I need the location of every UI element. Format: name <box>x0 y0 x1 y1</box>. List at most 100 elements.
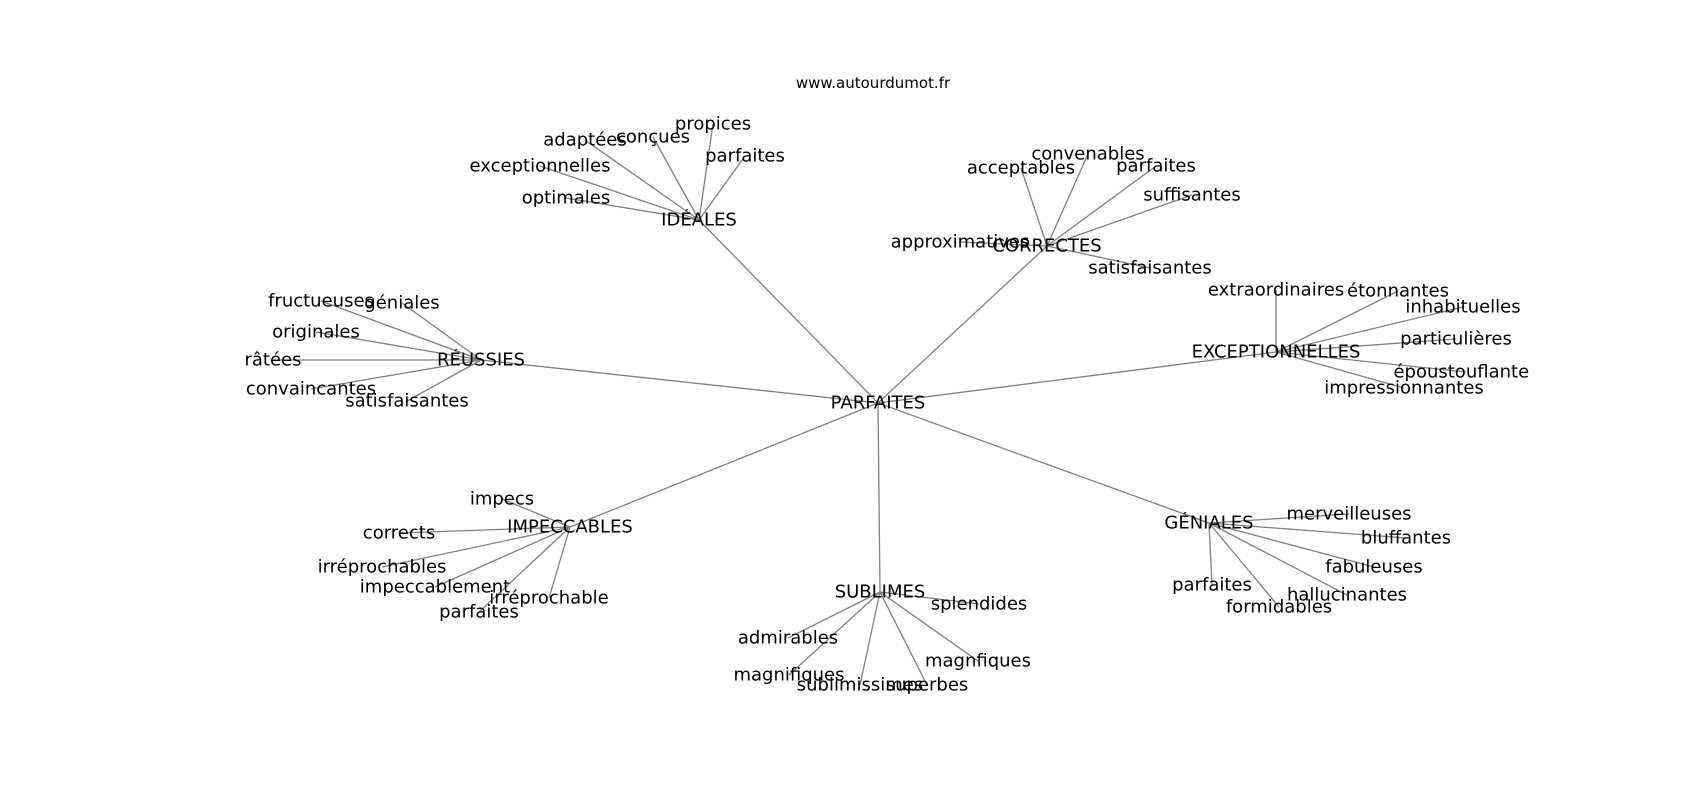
hub-node-correctes: CORRECTES <box>992 236 1102 257</box>
edge-center-sublimes <box>877 402 881 593</box>
leaf-node-geniales-3: parfaites <box>1172 575 1252 596</box>
leaf-node-correctes-5: satisfaisantes <box>1088 258 1212 279</box>
edge-impeccables-leaf-2 <box>381 526 571 568</box>
edge-geniales-leaf-4 <box>1208 522 1348 596</box>
leaf-node-impeccables-4: irréprochable <box>489 588 608 609</box>
edge-ideales-leaf-3 <box>698 155 746 221</box>
edge-geniales-leaf-0 <box>1208 513 1350 524</box>
edge-impeccables-leaf-3 <box>434 526 571 588</box>
edge-ideales-leaf-1 <box>652 136 700 221</box>
hub-node-ideales: IDÉALES <box>661 209 737 231</box>
edge-geniales-leaf-2 <box>1208 522 1375 568</box>
hub-node-geniales: GÉNIALES <box>1164 512 1253 534</box>
edge-exceptionnelles-leaf-1 <box>1275 290 1399 353</box>
edges-layer <box>273 123 1467 686</box>
leaf-node-reussies-1: géniales <box>364 293 439 314</box>
leaf-node-impeccables-3: impeccablement <box>360 577 510 598</box>
leaf-node-sublimes-3: magnifiques <box>733 665 844 686</box>
edge-ideales-leaf-0 <box>698 123 714 221</box>
leaf-node-exceptionnelles-3: particulières <box>1400 329 1512 350</box>
source-credit: www.autourdumot.fr <box>796 74 951 92</box>
leaf-node-reussies-3: râtées <box>244 350 301 371</box>
leaf-node-impeccables-5: parfaites <box>439 602 519 623</box>
hub-node-exceptionnelles: EXCEPTIONNELLES <box>1192 342 1361 363</box>
center-node: PARFAITES <box>831 393 926 414</box>
leaf-node-sublimes-5: superbes <box>886 675 969 696</box>
edge-exceptionnelles-leaf-3 <box>1275 338 1457 353</box>
edge-center-exceptionnelles <box>877 351 1277 404</box>
leaf-node-correctes-4: approximatives <box>891 232 1030 253</box>
leaf-node-exceptionnelles-0: extraordinaires <box>1208 280 1344 301</box>
leaf-node-impeccables-1: corrects <box>363 523 435 544</box>
edge-sublimes-leaf-3 <box>788 591 881 676</box>
leaf-node-impeccables-2: irréprochables <box>318 557 447 578</box>
edge-reussies-leaf-4 <box>310 359 482 390</box>
edge-correctes-leaf-4 <box>959 241 1048 247</box>
leaf-node-correctes-0: convenables <box>1031 144 1144 165</box>
leaf-node-exceptionnelles-4: époustouflantes <box>1393 362 1538 383</box>
edge-exceptionnelles-leaf-5 <box>1275 351 1405 389</box>
hub-node-reussies: RÉUSSIES <box>437 349 525 371</box>
edge-impeccables-leaf-1 <box>398 526 571 534</box>
edge-sublimes-leaf-5 <box>879 591 928 686</box>
leaf-node-geniales-2: fabuleuses <box>1325 557 1423 578</box>
leaf-node-reussies-2: originales <box>272 322 360 343</box>
edge-correctes-leaf-1 <box>1020 167 1048 247</box>
leaf-node-geniales-1: bluffantes <box>1361 528 1451 549</box>
leaf-node-ideales-4: exceptionnelles <box>470 156 611 177</box>
leaf-node-exceptionnelles-2: inhabituelles <box>1405 297 1520 318</box>
edge-impeccables-leaf-4 <box>548 526 571 599</box>
edge-geniales-leaf-3 <box>1208 522 1213 586</box>
edge-geniales-leaf-5 <box>1208 522 1280 608</box>
leaf-node-ideales-2: adaptées <box>543 130 627 151</box>
leaf-node-ideales-0: propices <box>675 114 751 135</box>
leaf-node-impeccables-0: impecs <box>470 489 534 510</box>
edge-ideales-leaf-5 <box>565 197 700 221</box>
hub-node-impeccables: IMPECCABLES <box>507 517 633 538</box>
edge-exceptionnelles-leaf-2 <box>1275 306 1464 353</box>
edge-correctes-leaf-5 <box>1046 245 1151 269</box>
leaf-node-sublimes-1: admirables <box>738 628 838 649</box>
leaf-node-sublimes-2: magnfiques <box>925 651 1031 672</box>
leaf-node-reussies-0: fructueuses <box>268 291 374 312</box>
leaf-node-geniales-5: formidables <box>1226 597 1332 618</box>
leaf-node-correctes-1: acceptables <box>967 158 1075 179</box>
leaf-node-reussies-5: satisfaisantes <box>345 391 469 412</box>
edge-geniales-leaf-1 <box>1208 522 1407 539</box>
leaf-node-correctes-3: suffisantes <box>1143 185 1241 206</box>
leaf-node-ideales-1: conçues <box>616 127 690 148</box>
leaf-node-reussies-4: convaincantes <box>246 379 376 400</box>
edge-reussies-leaf-1 <box>401 302 482 361</box>
hub-node-sublimes: SUBLIMES <box>835 582 926 603</box>
edge-center-geniales <box>877 402 1210 524</box>
edge-correctes-leaf-0 <box>1046 153 1089 247</box>
edge-ideales-leaf-4 <box>539 165 700 221</box>
edge-correctes-leaf-2 <box>1046 165 1157 247</box>
leaf-node-exceptionnelles-5: impressionnantes <box>1324 378 1484 399</box>
leaf-node-geniales-0: merveilleuses <box>1286 504 1411 525</box>
edge-exceptionnelles-leaf-4 <box>1275 351 1467 373</box>
edge-impeccables-leaf-5 <box>478 526 571 613</box>
leaf-node-geniales-4: hallucinantes <box>1287 585 1407 606</box>
edge-impeccables-leaf-0 <box>501 498 571 528</box>
edge-sublimes-leaf-0 <box>879 591 980 605</box>
leaf-node-sublimes-0: splendides <box>931 594 1028 615</box>
edge-sublimes-leaf-1 <box>787 591 881 639</box>
edge-reussies-leaf-0 <box>320 300 482 361</box>
edge-ideales-leaf-2 <box>584 139 700 221</box>
edge-reussies-leaf-5 <box>406 359 482 402</box>
leaf-node-ideales-5: optimales <box>522 188 611 209</box>
leaf-node-sublimes-4: sublimissimes <box>797 675 924 696</box>
leaf-node-exceptionnelles-1: étonnantes <box>1347 281 1449 302</box>
leaf-node-ideales-3: parfaites <box>705 146 785 167</box>
edge-reussies-leaf-2 <box>315 331 482 361</box>
edge-correctes-leaf-3 <box>1046 194 1193 247</box>
edge-center-ideales <box>698 219 879 404</box>
edge-sublimes-leaf-2 <box>879 591 979 662</box>
edge-sublimes-leaf-4 <box>859 591 881 686</box>
edge-center-impeccables <box>569 402 879 528</box>
edge-center-correctes <box>877 245 1048 404</box>
leaf-node-correctes-2: parfaites <box>1116 156 1196 177</box>
